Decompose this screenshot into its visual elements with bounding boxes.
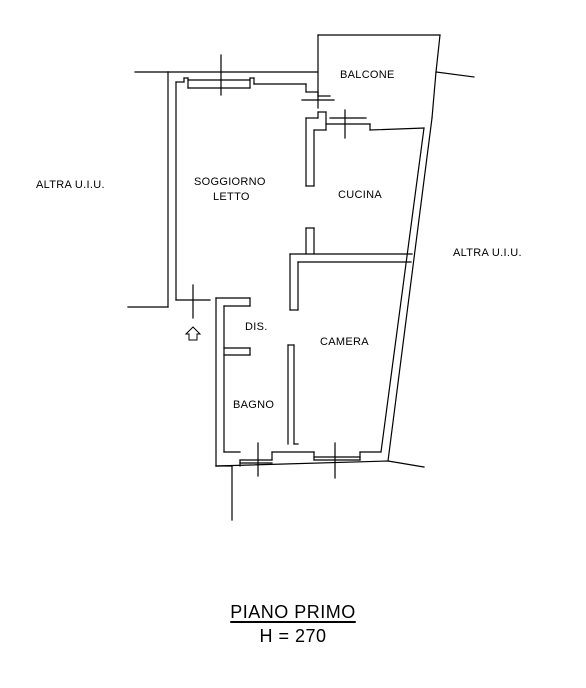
outer-walls [167,34,441,479]
entrance-arrow-icon [184,326,202,341]
room-label-bagno: BAGNO [233,399,275,411]
room-label-soggiorno: SOGGIORNO [194,176,266,188]
ceiling-height: H = 270 [259,626,327,646]
floor-title-text: PIANO PRIMO [230,602,356,622]
room-label-dis: DIS. [245,321,268,333]
room-label-cucina: CUCINA [338,189,382,201]
neighbor-label-right: ALTRA U.I.U. [453,247,522,259]
room-label-letto: LETTO [213,191,250,203]
room-label-camera: CAMERA [320,336,369,348]
boundary-lines [127,71,475,521]
room-label-balcone: BALCONE [340,69,395,81]
interior-walls [175,91,425,467]
neighbor-label-left: ALTRA U.I.U. [36,179,105,191]
floor-title: PIANO PRIMO [0,602,586,623]
